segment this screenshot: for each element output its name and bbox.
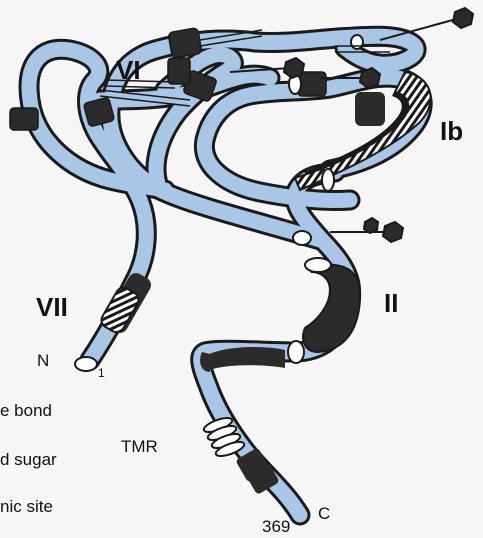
label-ib: Ib — [440, 116, 463, 146]
label-residue-369: 369 — [262, 517, 290, 536]
sugar-hexagon-4 — [383, 222, 403, 242]
legend-item-site: nic site — [0, 497, 53, 516]
label-tmr: TMR — [121, 437, 158, 456]
sugar-hexagon-2 — [284, 58, 304, 78]
label-n-terminus: N — [37, 351, 49, 370]
sugar-hexagon-1 — [453, 8, 473, 28]
n-terminal-cap — [75, 357, 97, 371]
label-vi: VI — [116, 55, 141, 85]
legend-item-disulfide: e bond — [0, 401, 52, 420]
legend: e bond d sugar nic site — [0, 401, 57, 516]
sugar-hexagon-3 — [360, 68, 380, 88]
label-c-terminus: C — [318, 504, 330, 523]
label-vii: VII — [36, 292, 68, 322]
label-ii: II — [384, 288, 398, 318]
helix-ii — [288, 258, 360, 363]
legend-item-sugar: d sugar — [0, 450, 57, 469]
sugar-hexagon-5 — [364, 218, 378, 233]
label-residue-1: 1 — [98, 366, 105, 380]
